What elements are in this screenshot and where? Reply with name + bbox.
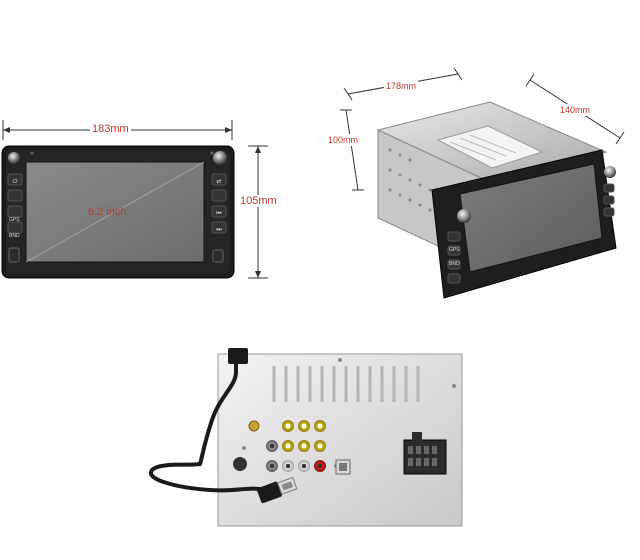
svg-text:⏻: ⏻ — [13, 178, 18, 185]
angle-view: 178mm 140mm 100mm — [320, 60, 640, 310]
angle-width-label: 178mm — [384, 80, 419, 92]
front-width-label: 183mm — [90, 123, 131, 135]
front-button-bnd: BND — [9, 233, 20, 239]
front-view: 183mm 105mm — [0, 110, 290, 290]
rear-view — [140, 340, 480, 550]
front-screen-size-label: 6.2 inch — [88, 206, 127, 218]
svg-text:⏮: ⏮ — [216, 210, 222, 217]
angle-depth-label: 140mm — [558, 104, 593, 116]
angle-button-bnd: BND — [449, 261, 460, 267]
svg-text:⏭: ⏭ — [216, 226, 222, 233]
angle-device — [376, 101, 617, 299]
svg-text:⇄: ⇄ — [216, 178, 221, 185]
angle-height-label: 100mm — [326, 134, 361, 146]
front-button-gps: GPS — [9, 217, 20, 223]
rear-device — [148, 348, 463, 527]
front-height-label: 105mm — [238, 195, 279, 207]
angle-button-gps: GPS — [449, 247, 460, 253]
front-device: ⏻ ⇄ ⏮ ⏭ — [1, 145, 235, 279]
